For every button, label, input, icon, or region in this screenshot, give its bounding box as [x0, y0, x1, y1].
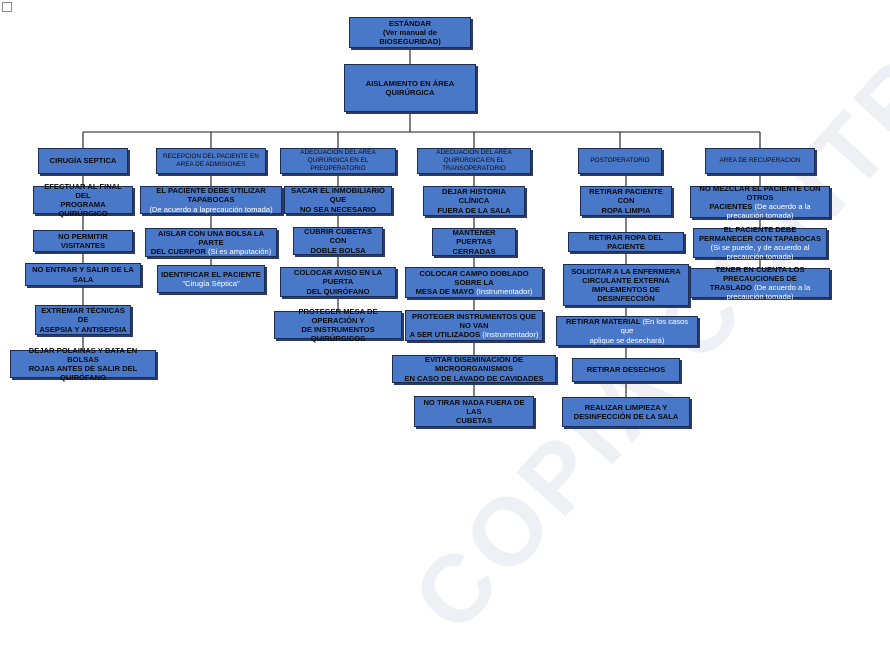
c6-item-1: NO MEZCLAR EL PACIENTE CON OTROS PACIENT…: [690, 184, 830, 220]
header-recepcion: RECEPCION DEL PACIENTE EN AREA DE ADMISI…: [156, 148, 266, 174]
c3-item-1: SACAR EL INMOBILIARIO QUE NO SEA NECESAR…: [284, 186, 392, 214]
root-box: ESTÁNDAR (Ver manual de BIOSEGURIDAD): [349, 17, 471, 48]
header-recuperacion: AREA DE RECUPERACION: [705, 148, 815, 174]
c4-item-1: DEJAR HISTORIA CLÍNICA FUERA DE LA SALA: [423, 186, 525, 216]
c4-item-6: NO TIRAR NADA FUERA DE LAS CUBETAS: [414, 396, 534, 427]
c6-item-3: TENER EN CUENTA LOS PRECAUCIONES DE TRAS…: [690, 265, 830, 301]
connector-lines: [82, 48, 761, 397]
c5-item-5: RETIRAR DESECHOS: [572, 358, 680, 382]
c3-item-4: PROTEGER MESA DE OPERACIÓN Y DE INSTRUME…: [274, 307, 402, 343]
c6-item-2: EL PACIENTE DEBE PERMANECER CON TAPABOCA…: [693, 225, 827, 261]
c3-item-2: CUBRIR CUBETAS CON DOBLE BOLSA: [293, 227, 383, 255]
c1-item-4: EXTREMAR TÉCNICAS DE ASEPSIA Y ANTISEPSI…: [35, 305, 131, 335]
c4-item-2: MANTENER PUERTAS CERRADAS: [432, 228, 516, 256]
c5-item-1: RETIRAR PACIENTE CON ROPA LIMPIA: [580, 186, 672, 216]
c5-item-2: RETIRAR ROPA DEL PACIENTE: [568, 232, 684, 252]
c1-item-2: NO PERMITIR VISITANTES: [33, 230, 133, 252]
main-title: AISLAMIENTO EN ÁREA QUIRÚRGICA: [365, 78, 455, 97]
c5-item-4: RETIRAR MATERIAL (En los casos que apliq…: [556, 316, 698, 346]
c5-item-6: REALIZAR LIMPIEZA Y DESINFECCIÓN DE LA S…: [562, 397, 690, 427]
c4-item-5: EVITAR DISEMINACIÓN DE MICROORGANISMOS E…: [392, 355, 556, 383]
c2-item-1: EL PACIENTE DEBE UTILIZAR TAPABOCAS (De …: [140, 186, 282, 214]
c4-item-4: PROTEGER INSTRUMENTOS QUE NO VAN A SER U…: [405, 310, 543, 341]
root-subtitle: (Ver manual de BIOSEGURIDAD): [379, 27, 441, 47]
c5-item-3: SOLICITAR A LA ENFERMERA CIRCULANTE EXTE…: [563, 264, 689, 306]
c2-item-2: AISLAR CON UNA BOLSA LA PARTE DEL CUERPO…: [145, 228, 277, 257]
c1-item-5: DEJAR POLAINAS Y BATA EN BOLSAS ROJAS AN…: [10, 346, 156, 382]
header-transoperatorio: ADECUACION DEL AREA QUIRÚRGICA EN EL TRA…: [417, 148, 531, 174]
c4-item-3: COLOCAR CAMPO DOBLADO SOBRE LA MESA DE M…: [405, 267, 543, 298]
main-box: AISLAMIENTO EN ÁREA QUIRÚRGICA: [344, 64, 476, 112]
c1-item-1: EFECTUAR AL FINAL DEL PROGRAMA QUIRÚRGIC…: [33, 182, 133, 218]
corner-checkbox[interactable]: [2, 2, 12, 12]
root-title: ESTÁNDAR: [388, 18, 432, 28]
header-preoperatorio: ADECUACION DEL AREA QUIRÚRGICA EN EL PRE…: [280, 148, 396, 174]
c1-item-3: NO ENTRAR Y SALIR DE LA SALA: [25, 263, 141, 286]
c3-item-3: COLOCAR AVISO EN LA PUERTA DEL QUIRÓFANO: [280, 267, 396, 297]
c2-item-3: IDENTIFICAR EL PACIENTE "Cirugía Séptica…: [157, 265, 265, 293]
header-cirugia-septica: CIRUGÍA SEPTICA: [38, 148, 128, 174]
header-postoperatorio: POSTOPERATORIO: [578, 148, 662, 174]
